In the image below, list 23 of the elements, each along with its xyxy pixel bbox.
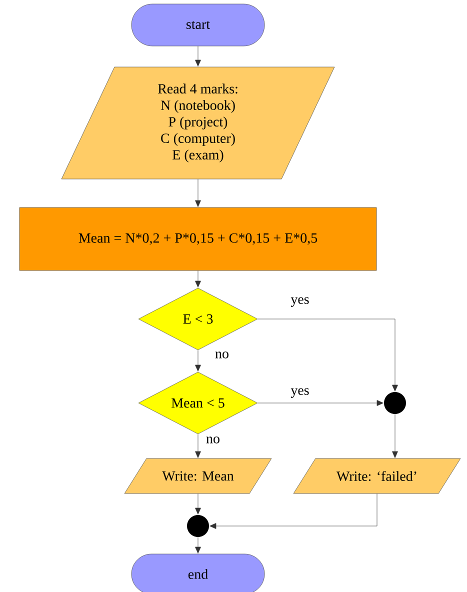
input-output-parallelogram: Read 4 marks: N (notebook) P (project) C (computer) E (exam) xyxy=(61,66,335,180)
arrow xyxy=(258,318,398,392)
junction-dot xyxy=(187,515,209,537)
arrow xyxy=(195,46,201,66)
junction-dot xyxy=(384,392,406,414)
arrow xyxy=(210,494,378,529)
input-output-parallelogram: Write: Mean xyxy=(124,458,272,494)
arrow xyxy=(195,537,201,554)
arrow xyxy=(195,270,201,288)
edge-label: no xyxy=(214,350,230,360)
arrow xyxy=(195,179,201,207)
edge-label: yes xyxy=(290,296,310,308)
edge-label: no xyxy=(205,436,221,444)
arrow xyxy=(195,494,201,514)
edge-label: yes xyxy=(290,387,310,399)
terminal-box: start xyxy=(131,4,265,46)
arrow xyxy=(392,414,398,458)
arrow xyxy=(258,400,384,406)
arrow xyxy=(195,434,201,458)
process-box: Mean = N*0,2 + P*0,15 + C*0,15 + E*0,5 xyxy=(19,207,377,271)
arrow xyxy=(195,350,201,372)
terminal-box: end xyxy=(131,554,265,592)
input-output-parallelogram: Write: ‘failed’ xyxy=(293,458,461,494)
